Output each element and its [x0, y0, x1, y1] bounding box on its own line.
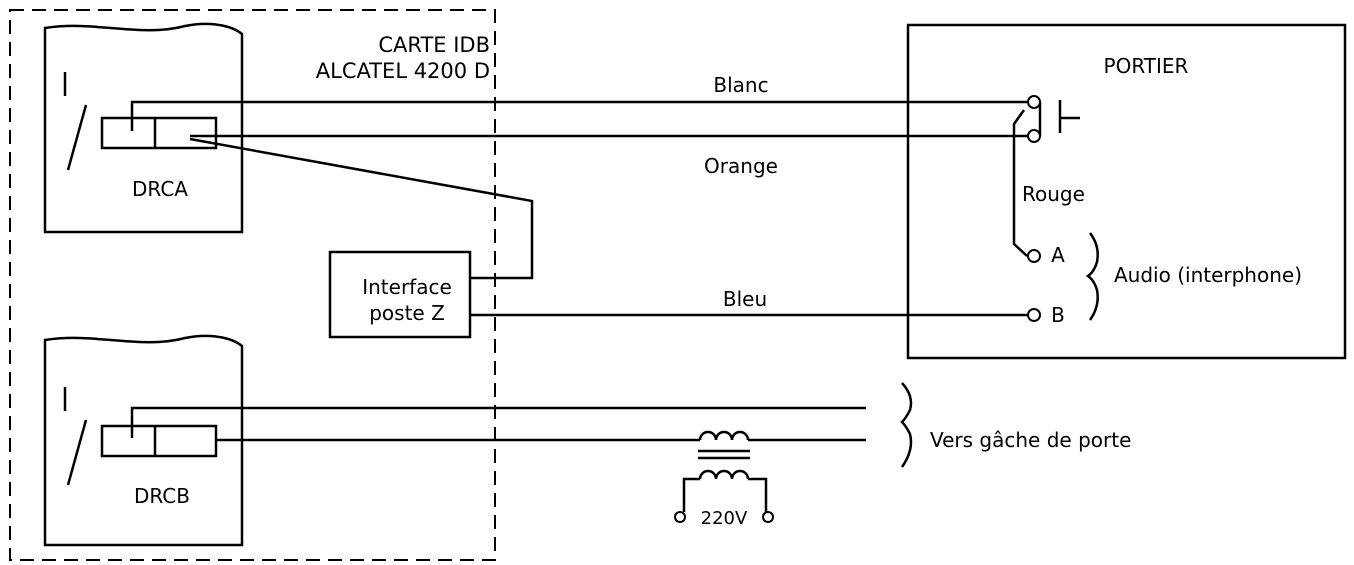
- drca-block: [43, 22, 244, 234]
- card-title-line2: ALCATEL 4200 D: [316, 59, 490, 83]
- door-brace: [900, 382, 913, 468]
- wire-white: [130, 100, 1027, 131]
- transformer-terminal-left: [674, 511, 686, 523]
- terminal-top: [1027, 95, 1041, 109]
- interface-label-line2: poste Z: [369, 301, 445, 325]
- audio-label: Audio (interphone): [1114, 263, 1302, 287]
- terminal-b: [1027, 308, 1041, 322]
- terminal-bottom: [1027, 129, 1041, 143]
- wire-blue-label: Bleu: [723, 287, 767, 311]
- transformer-terminal-right: [762, 511, 774, 523]
- terminal-a-label: A: [1051, 243, 1065, 267]
- interface-box: [328, 250, 472, 339]
- terminal-a: [1027, 249, 1041, 263]
- interface-label-line1: Interface: [362, 275, 452, 299]
- door-label: Vers gâche de porte: [930, 428, 1131, 452]
- drcb-switch-symbol: [63, 387, 218, 486]
- wire-interface-link: [189, 137, 534, 280]
- drca-label: DRCA: [132, 177, 188, 201]
- transformer-voltage-label: 220V: [701, 508, 748, 529]
- drcb-label: DRCB: [134, 484, 190, 508]
- wire-white-label: Blanc: [713, 73, 768, 97]
- wire-door-1: [130, 406, 866, 438]
- drca-switch-symbol: [63, 72, 218, 171]
- wire-red-label: Rouge: [1022, 182, 1085, 206]
- card-title-line1: CARTE IDB: [378, 33, 490, 57]
- card-outline: [9, 9, 496, 561]
- wire-red: [1012, 109, 1028, 257]
- portier-box: [906, 23, 1347, 360]
- portier-title: PORTIER: [1104, 54, 1189, 78]
- audio-brace: [1085, 232, 1099, 321]
- drcb-block: [43, 334, 244, 547]
- transformer-symbol: [682, 430, 768, 512]
- terminal-b-label: B: [1051, 303, 1065, 327]
- wire-orange-label: Orange: [704, 154, 778, 178]
